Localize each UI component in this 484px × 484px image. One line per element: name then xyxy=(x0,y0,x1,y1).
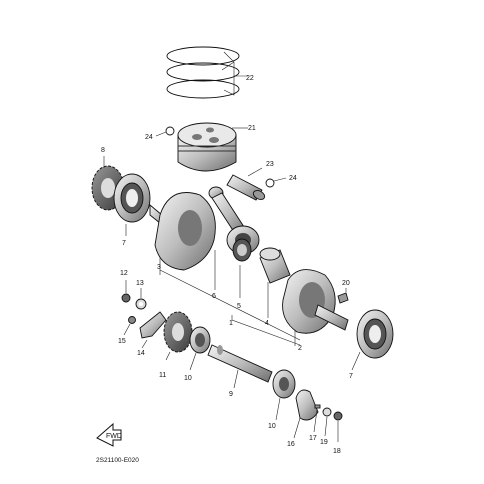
crank-pin xyxy=(259,247,291,284)
washer-19 xyxy=(322,407,332,417)
callout-labels: 22 21 24 23 24 8 7 3 6 5 4 1 2 20 7 12 1… xyxy=(101,75,353,455)
balancer-weight-16 xyxy=(295,389,319,421)
needle-bearing xyxy=(232,238,252,262)
callout-12: 12 xyxy=(120,270,128,277)
bearing-left xyxy=(113,173,151,223)
bearing-right xyxy=(356,309,394,359)
callout-13: 13 xyxy=(136,280,144,287)
washer-13 xyxy=(135,298,147,310)
crank-right-web xyxy=(282,269,349,334)
circlip-right xyxy=(265,178,275,188)
callout-16: 16 xyxy=(287,441,295,448)
callout-21: 21 xyxy=(248,125,256,132)
balancer-shaft-9 xyxy=(207,344,273,383)
callout-8: 8 xyxy=(101,147,105,154)
nut-18 xyxy=(333,411,343,421)
callout-18: 18 xyxy=(333,448,341,455)
circlip-left xyxy=(165,126,175,136)
callout-4: 4 xyxy=(265,320,269,327)
bolt-15 xyxy=(128,316,136,324)
callout-10-right: 10 xyxy=(268,423,276,430)
callout-10-left: 10 xyxy=(184,375,192,382)
diagram-code: 2S21100-E020 xyxy=(96,457,139,464)
key-17 xyxy=(314,404,321,409)
piston-rings xyxy=(166,46,240,99)
callout-7-right: 7 xyxy=(349,373,353,380)
callout-17: 17 xyxy=(309,435,317,442)
piston-pin xyxy=(226,174,266,201)
callout-5: 5 xyxy=(237,303,241,310)
callout-23: 23 xyxy=(266,161,274,168)
callout-20: 20 xyxy=(342,280,350,287)
callout-24-left: 24 xyxy=(145,134,153,141)
callout-24-right: 24 xyxy=(289,175,297,182)
callout-19: 19 xyxy=(320,439,328,446)
callout-11: 11 xyxy=(159,372,166,379)
callout-22: 22 xyxy=(246,75,254,82)
svg-text:FWD: FWD xyxy=(106,433,122,440)
front-direction-arrow: FWD xyxy=(96,422,122,447)
woodruff-key xyxy=(337,292,349,304)
callout-1: 1 xyxy=(229,320,233,327)
plate-14 xyxy=(139,311,167,339)
callout-15: 15 xyxy=(118,338,126,345)
drive-gear-11 xyxy=(163,311,193,353)
piston xyxy=(177,122,237,172)
callout-2: 2 xyxy=(298,345,302,352)
callout-14: 14 xyxy=(137,350,145,357)
callout-6: 6 xyxy=(212,293,216,300)
bearing-10-right xyxy=(272,369,296,399)
nut-12 xyxy=(121,293,131,303)
callout-7-left: 7 xyxy=(122,240,126,247)
crank-left-web xyxy=(149,192,216,271)
bearing-10-left xyxy=(189,326,211,354)
callout-3: 3 xyxy=(157,264,161,271)
callout-9: 9 xyxy=(229,391,233,398)
